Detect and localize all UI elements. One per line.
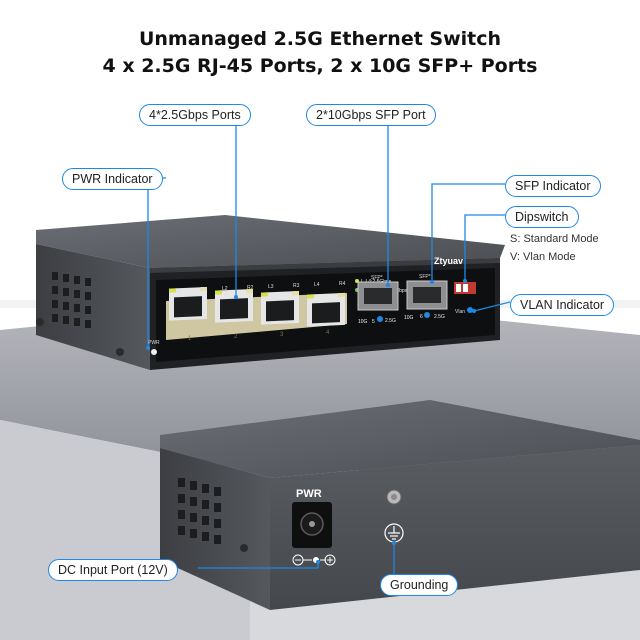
- callout-sfp-ports: 2*10Gbps SFP Port: [306, 104, 436, 126]
- callout-vlan-indicator: VLAN Indicator: [510, 294, 615, 316]
- callout-grounding: Grounding: [380, 574, 459, 596]
- sfp-speed-label: 2.5G: [385, 318, 396, 324]
- port-led-label: R3: [293, 283, 300, 289]
- sfp-speed-label: 10G: [404, 315, 414, 321]
- rear-side-vents: [178, 478, 221, 544]
- title-line-2: 4 x 2.5G RJ-45 Ports, 2 x 10G SFP+ Ports: [102, 55, 538, 77]
- port-number: 2: [234, 334, 238, 340]
- vlan-led-label: Vlan: [455, 309, 465, 315]
- callout-dc-input: DC Input Port (12V): [48, 559, 178, 581]
- sfp-speed-labels: 10G 5 2.5G 10G 6 2.5G: [358, 314, 445, 325]
- rear-panel: [270, 445, 640, 610]
- port-number: 4: [326, 330, 330, 336]
- front-pwr-label: PWR: [148, 340, 160, 346]
- title-line-1: Unmanaged 2.5G Ethernet Switch: [138, 28, 502, 50]
- rear-pwr-label: PWR: [296, 488, 322, 500]
- lower-switch: PWR: [160, 400, 640, 610]
- port-led-label: R4: [339, 281, 346, 287]
- rj45-port-3: [261, 290, 299, 325]
- sfp-speed-label: 10G: [358, 319, 368, 325]
- vlan-led: [467, 307, 473, 313]
- polarity-symbol: [292, 554, 336, 566]
- port-number-strip: [166, 293, 347, 340]
- callout-dipswitch: Dipswitch: [505, 206, 579, 228]
- port-led-label: L1: [176, 288, 182, 294]
- dipswitch-note-standard: S: Standard Mode: [510, 233, 599, 245]
- callout-pwr-indicator: PWR Indicator: [62, 168, 163, 190]
- sfp-led-6: [424, 312, 430, 318]
- port-numbers: 1 2 3 4: [188, 330, 330, 342]
- callout-sfp-indicator: SFP Indicator: [505, 175, 601, 197]
- port-led-label: L2: [222, 286, 228, 292]
- sfp-label-2: SFP*: [419, 274, 431, 280]
- dipswitch-note-vlan: V: Vlan Mode: [510, 251, 576, 263]
- brand-logo: Ztyuav: [434, 256, 463, 266]
- port-led-label: L4: [314, 282, 320, 288]
- sfp-speed-label: 6: [420, 314, 423, 320]
- sfp-label-1: SFP*: [371, 275, 383, 281]
- sfp-led-5: [377, 316, 383, 322]
- port-number: 1: [188, 336, 192, 342]
- port-led-labels: L1 R1 L2 R2 L3 R3 L4 R4: [176, 281, 346, 294]
- upper-switch: PWR: [36, 215, 505, 370]
- rj45-port-4: [307, 292, 345, 327]
- sfp-speed-label: 5: [372, 319, 375, 325]
- port-led-label: L3: [268, 284, 274, 290]
- port-number: 3: [280, 332, 284, 338]
- rj45-port-1: [169, 286, 207, 321]
- port-led-label: R1: [201, 287, 208, 293]
- rj45-port-2: [215, 288, 253, 323]
- side-vents: [52, 272, 91, 328]
- rj45-ports: L1 R1 L2 R2 L3 R3 L4 R4 1 2 3 4: [166, 281, 347, 342]
- sfp-ports: SFP* SFP* 10G 5 2.5G 10G 6 2.5G: [357, 274, 448, 325]
- callout-rj45-ports: 4*2.5Gbps Ports: [139, 104, 251, 126]
- port-led-label: R2: [247, 285, 254, 291]
- sfp-speed-label: 2.5G: [434, 314, 445, 320]
- rear-side-face: [160, 448, 270, 610]
- rear-top-face: [160, 400, 640, 478]
- pwr-led: [151, 349, 157, 355]
